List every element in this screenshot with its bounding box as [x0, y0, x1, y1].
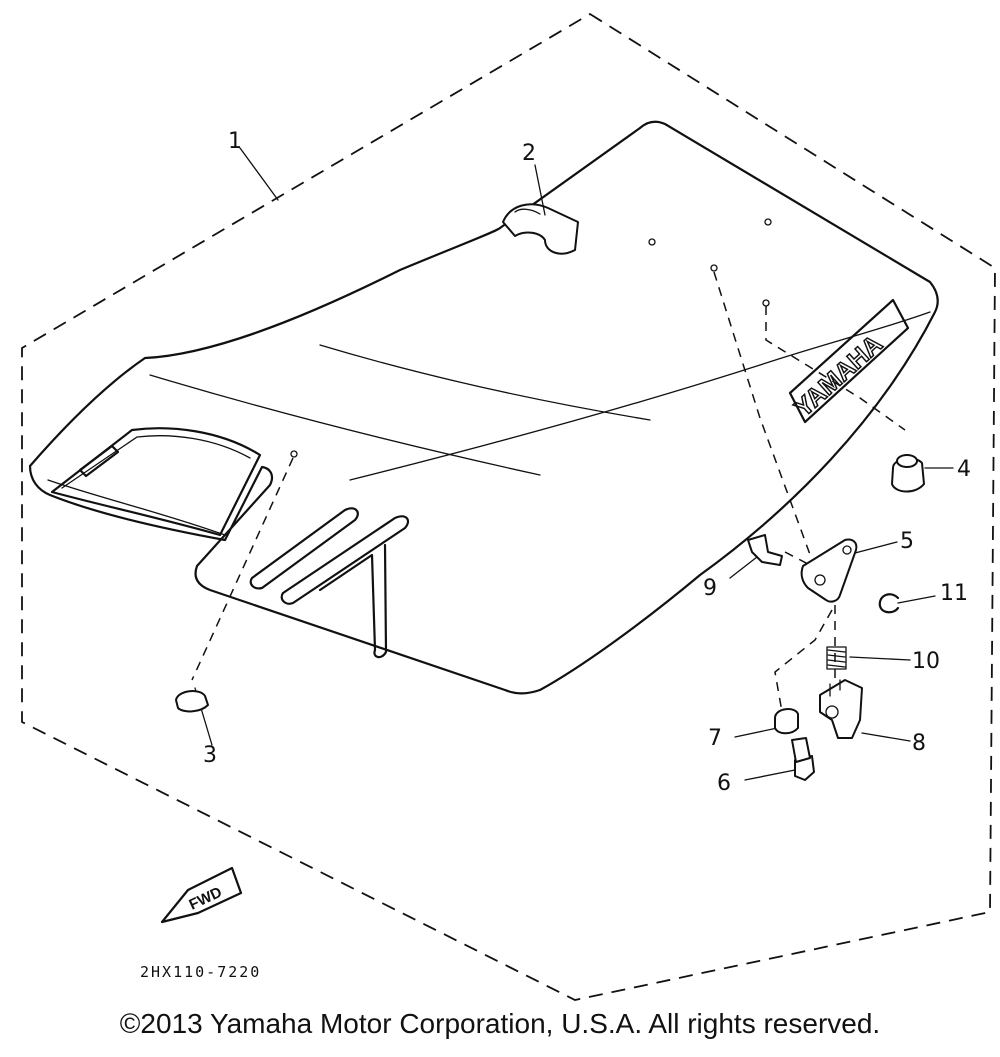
- part-4-damper: [891, 454, 925, 493]
- callout-11: 11: [940, 581, 968, 606]
- assembly-boundary: [21, 12, 996, 1001]
- assembly-line-5: [713, 271, 813, 561]
- assembly-line-7: [774, 609, 833, 713]
- assembly-line-4: [765, 306, 906, 431]
- callout-7: 7: [708, 726, 722, 751]
- assembly-line-9: [784, 551, 811, 566]
- callout-2: 2: [522, 141, 536, 166]
- part-3-damper: [175, 690, 209, 713]
- callout-4: 4: [957, 457, 971, 482]
- part-6-bolt: [791, 737, 815, 781]
- forward-direction-arrow: FWD: [160, 866, 243, 924]
- part-5-bracket: [800, 538, 858, 603]
- assembly-line-3: [191, 457, 294, 681]
- callout-9: 9: [703, 576, 717, 601]
- callout-6: 6: [717, 771, 731, 796]
- copyright-notice: ©2013 Yamaha Motor Corporation, U.S.A. A…: [119, 1008, 881, 1039]
- callout-3: 3: [203, 743, 217, 768]
- part-9-bolt: [747, 534, 783, 566]
- part-8-latch: [819, 679, 863, 739]
- part-11-clip: [878, 593, 900, 614]
- seat-cushion-drawing: YAMAHA: [28, 120, 939, 695]
- callout-5: 5: [900, 529, 914, 554]
- callout-10: 10: [912, 649, 940, 674]
- callout-8: 8: [912, 731, 926, 756]
- part-10-spring: [826, 646, 847, 670]
- diagram-code: 2HX110-7220: [140, 963, 261, 981]
- part-7-collar: [774, 708, 799, 735]
- callout-1: 1: [228, 129, 242, 154]
- leader-lines: [194, 147, 954, 781]
